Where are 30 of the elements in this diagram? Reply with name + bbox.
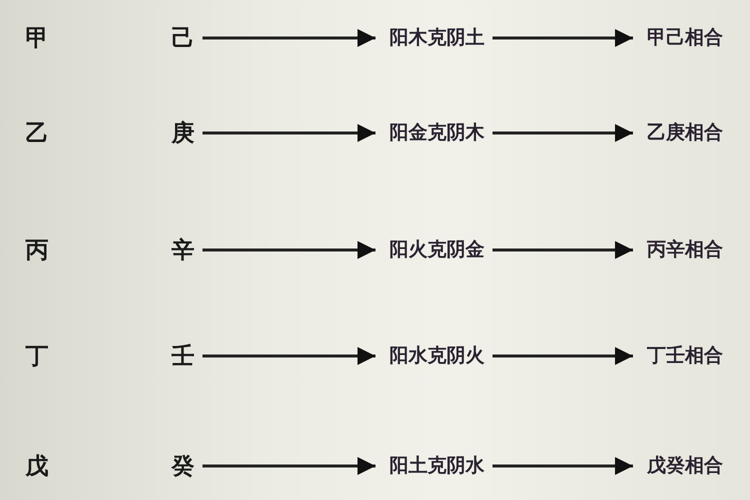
arrow [492, 347, 633, 365]
character-text: 丙 [26, 237, 48, 263]
result-text: 戊癸相合 [647, 456, 723, 476]
relation-text: 阳金克阴木 [390, 122, 484, 144]
result-text: 乙庚相合 [647, 122, 723, 144]
arrow [202, 241, 376, 259]
arrow [202, 457, 376, 475]
relation-text: 阳土克阴水 [390, 456, 484, 476]
character-text: 丁 [26, 343, 48, 369]
character-text: 癸 [172, 453, 194, 479]
relation-text: 阳火克阴金 [390, 240, 484, 260]
arrow [202, 29, 376, 47]
character-text: 庚 [172, 120, 194, 146]
character-text: 辛 [172, 237, 194, 263]
arrow [202, 347, 376, 365]
arrow [492, 241, 633, 259]
character-text: 乙 [26, 120, 48, 146]
relation-text: 阳水克阴火 [390, 346, 484, 366]
result-text: 丁壬相合 [647, 346, 723, 366]
character-text: 戊 [26, 453, 48, 479]
character-text: 己 [172, 25, 194, 51]
result-text: 丙辛相合 [647, 240, 723, 260]
character-text: 壬 [172, 343, 194, 369]
relation-text: 阳木克阴土 [390, 28, 484, 48]
character-text: 甲 [26, 25, 48, 51]
arrow [492, 457, 633, 475]
arrow [492, 124, 633, 142]
arrow [492, 29, 633, 47]
result-text: 甲己相合 [647, 28, 723, 48]
arrow [202, 124, 376, 142]
